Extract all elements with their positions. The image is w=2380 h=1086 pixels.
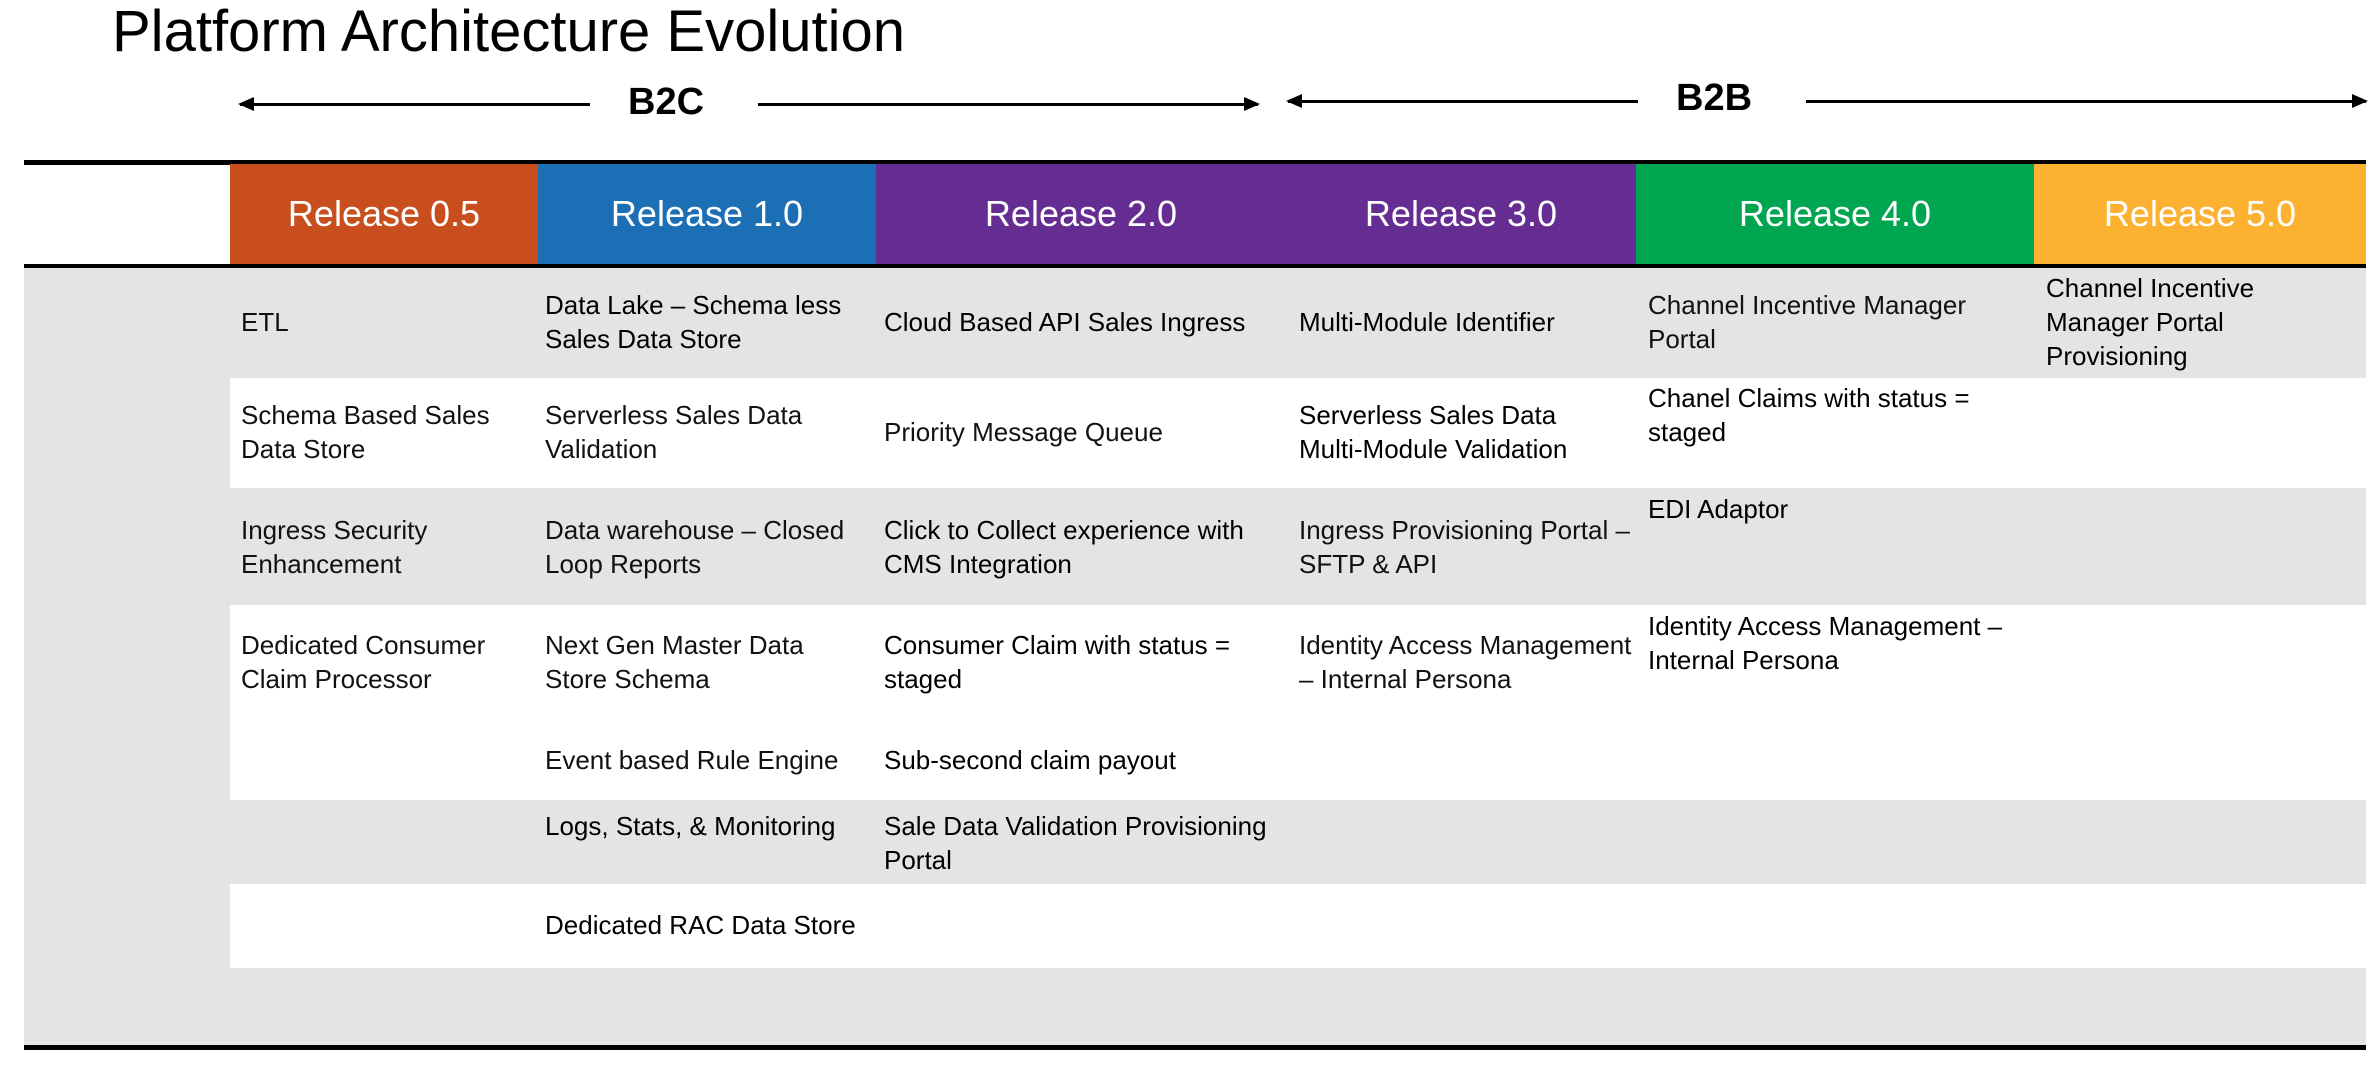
- r10-item: Event based Rule Engine: [545, 745, 839, 775]
- r40-item: EDI Adaptor: [1648, 494, 1789, 524]
- r05-item: Schema Based Sales Data Store: [241, 400, 490, 464]
- release-header-3-0: Release 3.0: [1286, 164, 1636, 264]
- row-band-white: [230, 884, 2366, 968]
- b2b-label: B2B: [1676, 77, 1753, 119]
- r20-item: Cloud Based API Sales Ingress: [884, 307, 1246, 337]
- b2c-label: B2C: [628, 81, 705, 123]
- page-title: Platform Architecture Evolution: [112, 0, 906, 64]
- r10-item: Data Lake – Schema less Sales Data Store: [545, 290, 842, 354]
- b2c-left-arrow-icon: [238, 97, 590, 111]
- r30-item: Ingress Provisioning Portal – SFTP & API: [1299, 515, 1630, 579]
- r50-item: Channel Incentive Manager Portal Provisi…: [2046, 273, 2255, 371]
- release-header-row: Release 0.5 Release 1.0 Release 2.0 Rele…: [230, 164, 2366, 264]
- r10-item: Serverless Sales Data Validation: [545, 400, 803, 464]
- r05-item: Dedicated Consumer Claim Processor: [241, 630, 486, 694]
- r30-item: Serverless Sales Data Multi-Module Valid…: [1299, 400, 1568, 464]
- r10-item: Dedicated RAC Data Store: [545, 910, 856, 940]
- row-band-white: [230, 605, 2366, 800]
- bottom-divider: [24, 1045, 2366, 1050]
- release-header-2-0: Release 2.0: [876, 164, 1286, 264]
- r40-item: Chanel Claims with status = staged: [1648, 383, 1970, 447]
- r20-item: Sub-second claim payout: [884, 745, 1176, 775]
- r40-item: Identity Access Management – Internal Pe…: [1648, 611, 2003, 675]
- release-header-5-0: Release 5.0: [2034, 164, 2366, 264]
- r20-item: Consumer Claim with status = staged: [884, 630, 1231, 694]
- r10-item: Logs, Stats, & Monitoring: [545, 811, 836, 841]
- b2c-right-arrow-icon: [758, 97, 1260, 111]
- release-header-4-0: Release 4.0: [1636, 164, 2034, 264]
- r30-item: Identity Access Management – Internal Pe…: [1299, 630, 1632, 694]
- header-divider: [24, 264, 2366, 269]
- r20-item: Click to Collect experience with CMS Int…: [884, 515, 1244, 579]
- r05-item: Ingress Security Enhancement: [241, 515, 428, 579]
- r20-item: Priority Message Queue: [884, 417, 1163, 447]
- row-band-white: [230, 378, 2366, 488]
- r10-item: Next Gen Master Data Store Schema: [545, 630, 804, 694]
- release-header-0-5: Release 0.5: [230, 164, 538, 264]
- r20-item: Sale Data Validation Provisioning Portal: [884, 811, 1267, 875]
- r05-item: ETL: [241, 307, 289, 337]
- r40-item: Channel Incentive Manager Portal: [1648, 290, 1966, 354]
- b2b-right-arrow-icon: [1806, 94, 2368, 108]
- b2b-left-arrow-icon: [1286, 94, 1638, 108]
- release-header-1-0: Release 1.0: [538, 164, 876, 264]
- top-divider: [24, 160, 2366, 165]
- r10-item: Data warehouse – Closed Loop Reports: [545, 515, 845, 579]
- r30-item: Multi-Module Identifier: [1299, 307, 1555, 337]
